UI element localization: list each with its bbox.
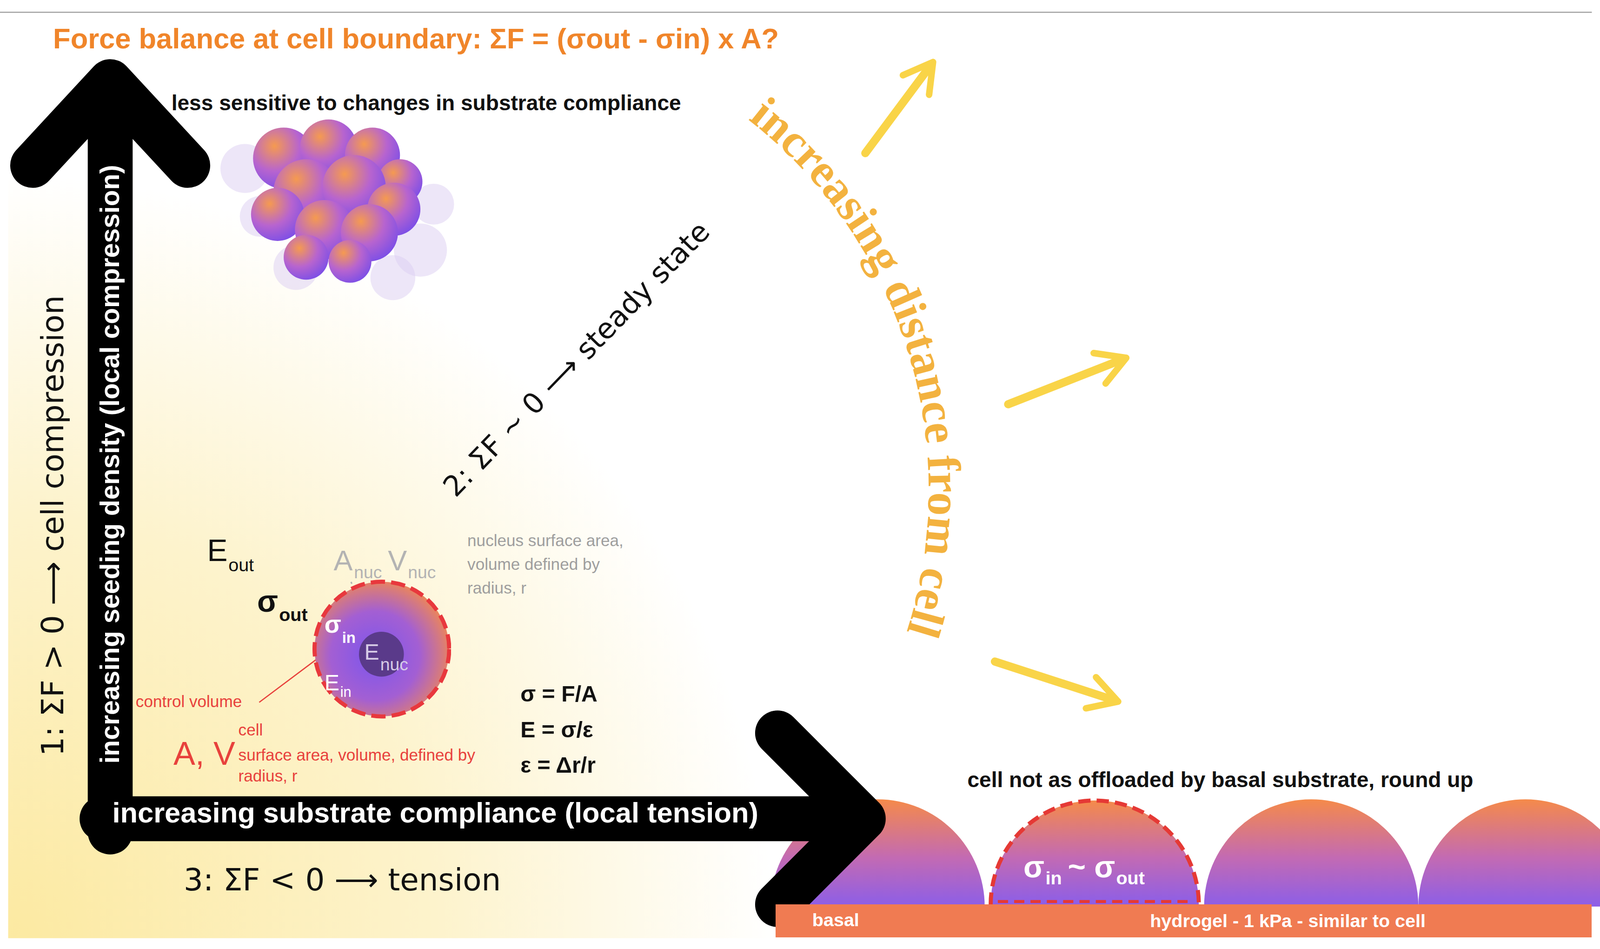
distance-arrows <box>865 65 1123 700</box>
regime-label: 1: ΣF > 0 ⟶ cell compression <box>35 295 71 757</box>
node-text: out <box>1115 867 1145 889</box>
symbol: E <box>206 532 228 569</box>
node-text: hydrogel - 1 kPa - similar to cell <box>1149 909 1426 931</box>
note-text: cell not as offloaded by basal substrate… <box>967 767 1474 792</box>
substrate-domes <box>770 798 1600 906</box>
axis-arrow: increasing substrate compliance (local t… <box>112 796 868 842</box>
node-text: in <box>342 628 356 647</box>
subscript: nuc <box>353 562 382 583</box>
equation: E = σ/ε <box>520 716 594 743</box>
yellow-ground <box>8 14 1600 938</box>
node-text: σ <box>324 610 342 639</box>
subscript: nuc <box>407 562 436 583</box>
node-text: σ <box>1023 849 1045 885</box>
node-text: nuc <box>380 654 409 675</box>
node-text: E <box>364 638 379 665</box>
subscript: out <box>278 604 308 625</box>
note-text: surface area, volume, defined by radius,… <box>238 743 479 787</box>
subscript: out <box>228 554 254 576</box>
node-text: basal <box>812 909 860 930</box>
nucleus-circle: Enuc <box>358 631 405 677</box>
node-text: in <box>1045 867 1062 889</box>
symbol: V <box>387 544 407 578</box>
hydrogel-band: basal hydrogel - 1 kPa - similar to cell <box>775 903 1593 937</box>
node-text: increasing substrate compliance (local t… <box>112 796 759 830</box>
symbol: A, V <box>173 734 236 773</box>
top-rule <box>0 11 1592 13</box>
node-text: E <box>324 669 340 696</box>
cell-circle: σinEinEnuc <box>312 579 452 718</box>
node-text: increasing seeding density (local compre… <box>94 165 126 764</box>
axis-arrows <box>32 81 864 905</box>
note-text: less sensitive to changes in substrate c… <box>171 90 682 116</box>
control-volume-leader <box>258 659 317 703</box>
axis-label: increasing distance from cell <box>741 86 971 644</box>
axis-arrow: increasing seeding density (local compre… <box>87 89 133 840</box>
cell-dome: σin~ σout <box>987 796 1202 907</box>
node-text: in <box>340 683 352 700</box>
subscript: cell <box>238 720 264 739</box>
note-text: nucleus surface area, volume defined by … <box>467 528 636 600</box>
symbol: σ <box>257 583 279 619</box>
callout-label: control volume <box>135 691 242 711</box>
equation: ε = Δr/r <box>520 751 596 778</box>
symbol: A <box>333 544 353 578</box>
cell-cluster <box>220 119 455 300</box>
equation: σ = F/A <box>520 680 598 707</box>
node-text: ~ σ <box>1067 849 1116 885</box>
title: Force balance at cell boundary: ΣF = (σo… <box>53 22 779 56</box>
regime-label: 3: ΣF < 0 ⟶ tension <box>183 862 501 898</box>
